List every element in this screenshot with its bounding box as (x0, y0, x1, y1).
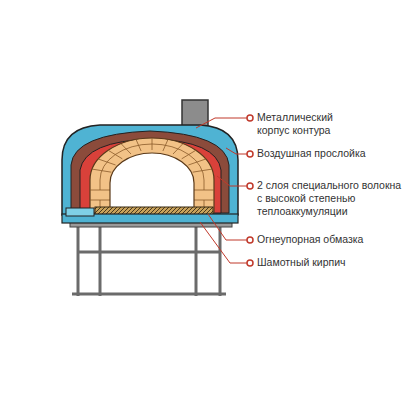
air-gap-layer (71, 131, 229, 213)
callout-label: Шамотный кирпич (257, 256, 407, 269)
callout-label: Огнеупорная обмазка (257, 233, 407, 246)
callout-label: 2 слоя специального волокна с высокой ст… (257, 179, 407, 218)
leader-lines (196, 118, 247, 263)
brick-arch (90, 138, 214, 213)
fiber-layer (80, 139, 221, 213)
table-frame (72, 226, 226, 296)
oven-opening (110, 153, 194, 212)
front-ledge (66, 208, 94, 216)
leader-markers (247, 115, 253, 266)
metal-shell (62, 125, 238, 215)
callout-label: Металлический корпус контура (257, 111, 357, 137)
callout-label: Воздушная прослойка (257, 147, 407, 160)
